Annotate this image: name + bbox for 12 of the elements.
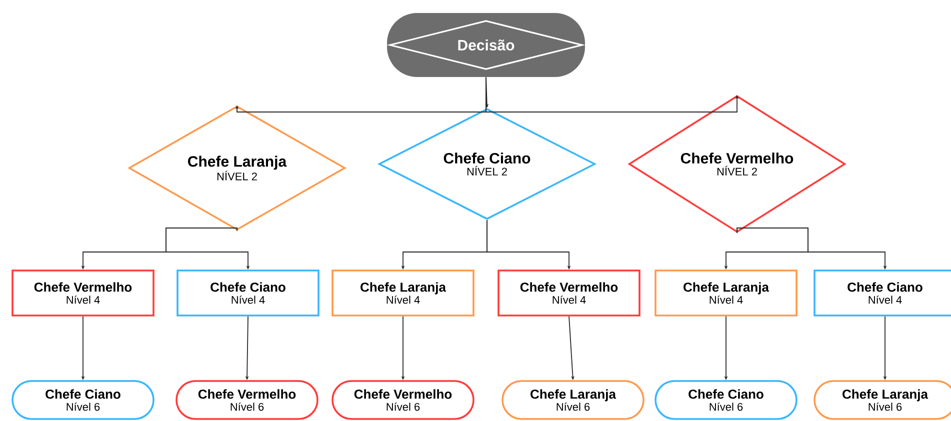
process-box: Chefe Ciano Nível 4 (814, 270, 951, 316)
terminal-box: Chefe Vermelho Nível 6 (176, 380, 318, 420)
terminal-box: Chefe Ciano Nível 6 (654, 380, 798, 420)
process-box: Chefe Vermelho Nível 4 (12, 270, 154, 316)
process-box: Chefe Vermelho Nível 4 (498, 270, 640, 316)
terminal-box: Chefe Ciano Nível 6 (12, 380, 154, 420)
process-box: Chefe Laranja Nível 4 (332, 270, 474, 316)
process-box: Chefe Ciano Nível 4 (176, 270, 320, 316)
terminal-box: Chefe Vermelho Nível 6 (332, 380, 474, 420)
process-box: Chefe Laranja Nível 4 (654, 270, 798, 316)
terminal-box: Chefe Laranja Nível 6 (814, 380, 951, 420)
terminal-box: Chefe Laranja Nível 6 (502, 380, 644, 420)
